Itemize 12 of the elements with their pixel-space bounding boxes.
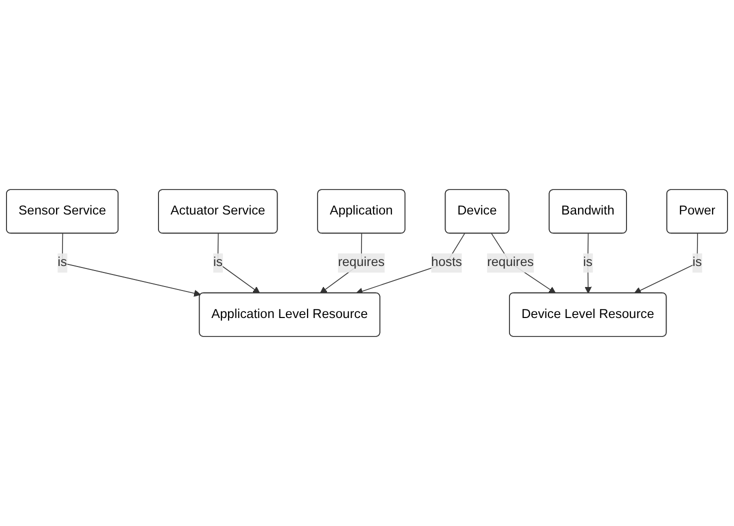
- arrow: [217, 233, 260, 294]
- arrow: [62, 233, 201, 297]
- arrow: [584, 233, 592, 294]
- arrow: [634, 233, 698, 294]
- edge-label: is: [58, 256, 67, 270]
- edge-label: requires: [338, 256, 385, 270]
- edge-label: requires: [487, 256, 534, 270]
- arrow: [356, 233, 466, 295]
- edge-label: is: [692, 256, 702, 270]
- edge-label: is: [583, 256, 592, 270]
- edge-label: hosts: [431, 256, 462, 270]
- edge-label: is: [213, 256, 223, 270]
